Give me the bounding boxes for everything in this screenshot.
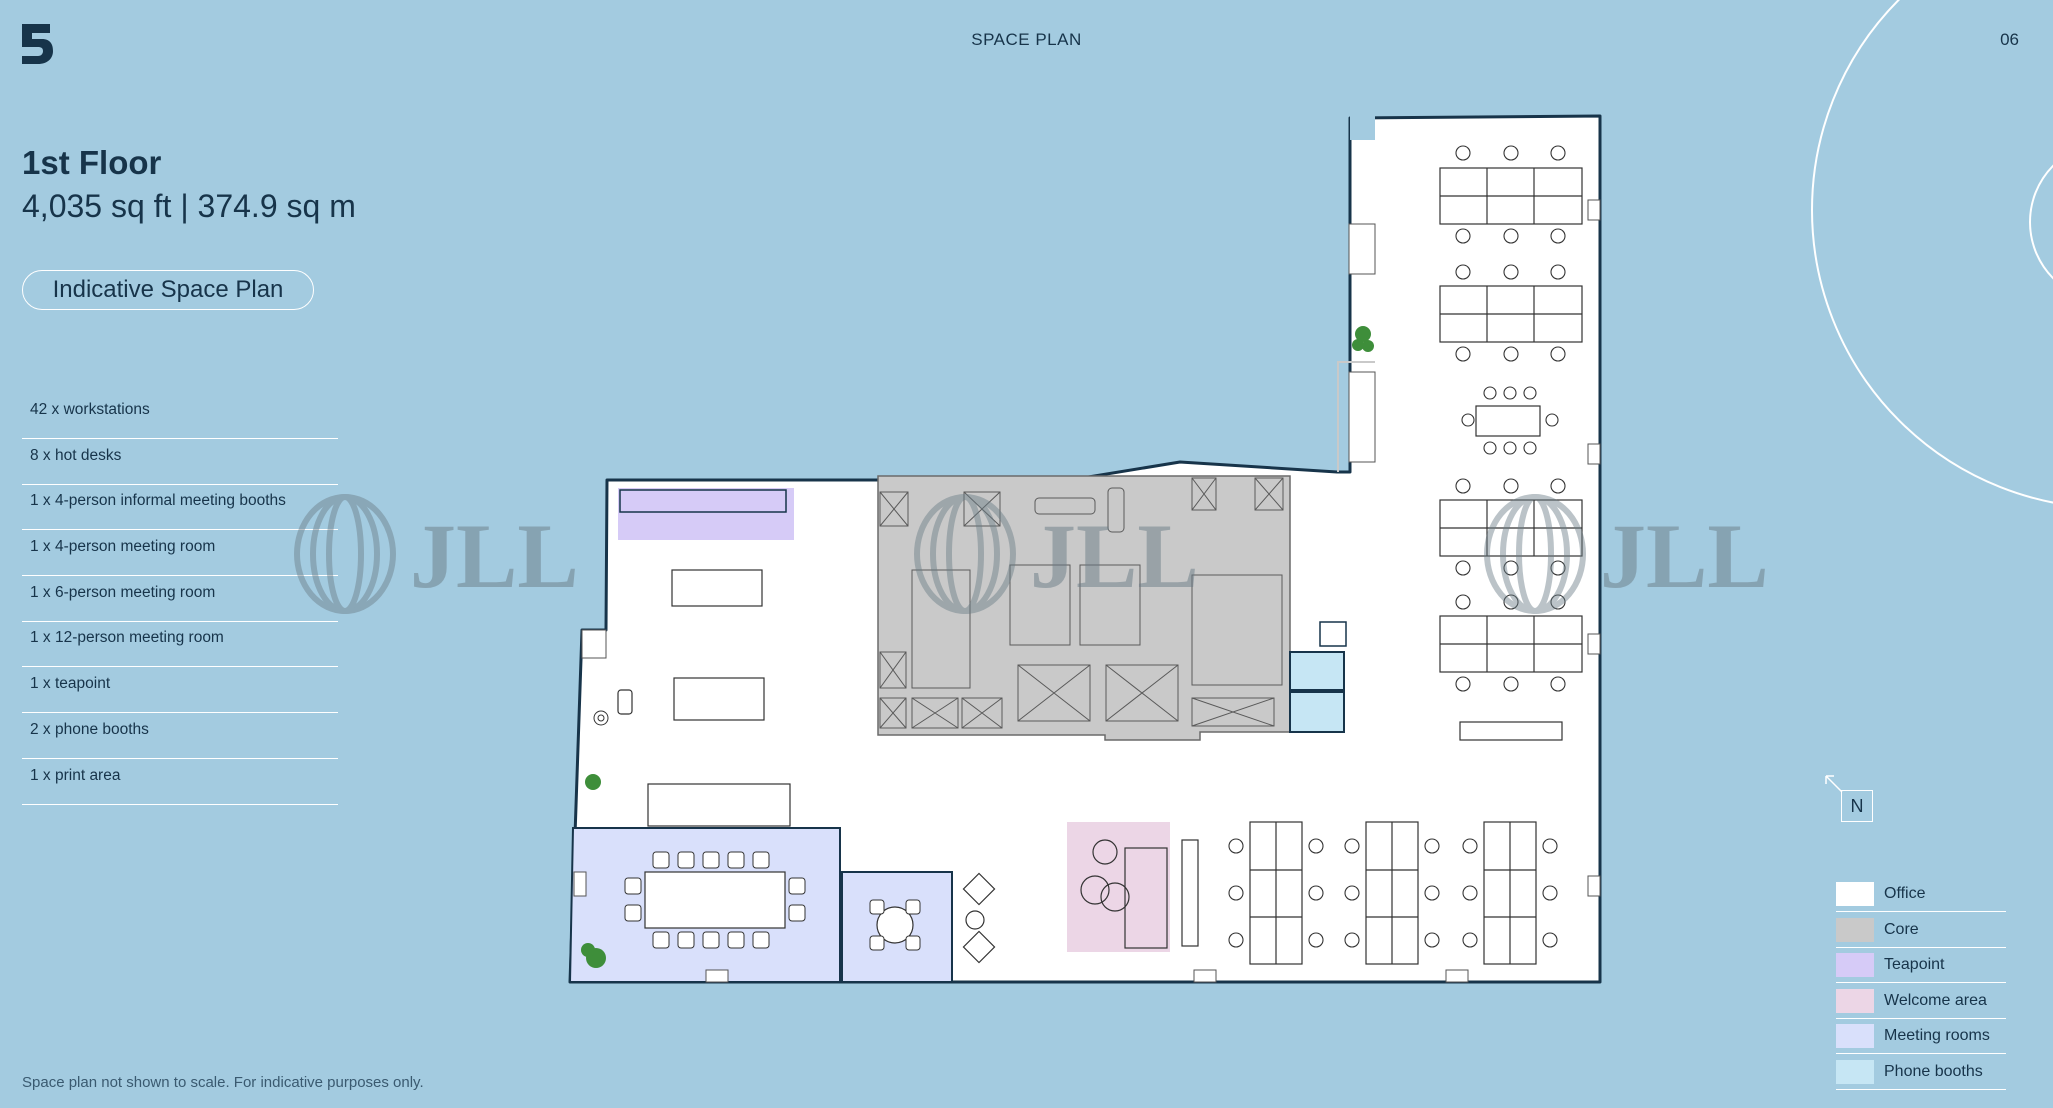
legend-item-welcome-area: Welcome area [1836, 985, 2006, 1019]
print-area [1319, 621, 1347, 647]
spec-item: 1 x teapoint [22, 669, 338, 714]
floor-area: 4,035 sq ft | 374.9 sq m [22, 188, 356, 224]
legend-swatch [1836, 1024, 1874, 1049]
page-header-title: SPACE PLAN [971, 30, 1082, 49]
spec-item: 8 x hot desks [22, 441, 338, 485]
spec-item: 2 x phone booths [22, 715, 338, 759]
legend-item-teapoint: Teapoint [1836, 949, 2006, 984]
legend-swatch [1836, 988, 1874, 1013]
brand-logo [22, 24, 53, 64]
legend-item-meeting-rooms: Meeting rooms [1836, 1020, 2006, 1055]
core-area [877, 475, 1291, 741]
legend-item-phone-booths: Phone booths [1836, 1056, 2006, 1090]
jll-watermark-text: JLL [1030, 505, 1199, 607]
spec-item: 1 x print area [22, 761, 338, 805]
jll-watermark [294, 494, 1586, 614]
floor-title: 1st Floor [22, 144, 162, 181]
indicative-space-plan-badge: Indicative Space Plan [22, 270, 314, 310]
page-number: 06 [2000, 30, 2019, 49]
desk-chairs [1228, 145, 1566, 948]
decorative-arc-inner [2029, 164, 2053, 280]
legend: Office Core Teapoint Welcome area Meetin… [1836, 878, 2006, 1092]
welcome-area [1067, 822, 1170, 952]
teapoint-area [618, 488, 794, 540]
legend-swatch [1836, 882, 1874, 906]
workstation-cluster [1249, 167, 1583, 965]
phone-booth [1289, 691, 1345, 733]
jll-watermark-text: JLL [1600, 505, 1769, 607]
decorative-arc-outer [1811, 0, 2053, 504]
legend-swatch [1836, 1059, 1874, 1084]
legend-swatch [1836, 917, 1874, 942]
legend-item-core: Core [1836, 914, 2006, 948]
spec-item: 1 x 4-person meeting room [22, 532, 338, 577]
meeting-chairs [624, 851, 921, 951]
spec-item: 42 x workstations [22, 395, 338, 439]
plant-icon [581, 326, 1374, 968]
phone-booth [1289, 651, 1345, 691]
spec-list: 42 x workstations 8 x hot desks 1 x 4-pe… [22, 395, 338, 806]
spec-item: 1 x 6-person meeting room [22, 578, 338, 622]
legend-swatch [1836, 953, 1874, 978]
wall-notch [1350, 116, 1375, 140]
spec-item: 1 x 12-person meeting room [22, 623, 338, 668]
north-arrow-icon [1825, 775, 1843, 793]
north-indicator: N [1841, 790, 1873, 822]
legend-item-office: Office [1836, 878, 2006, 912]
spec-item: 1 x 4-person informal meeting booths [22, 486, 338, 531]
jll-watermark-text: JLL [410, 505, 579, 607]
footnote: Space plan not shown to scale. For indic… [22, 1074, 424, 1091]
